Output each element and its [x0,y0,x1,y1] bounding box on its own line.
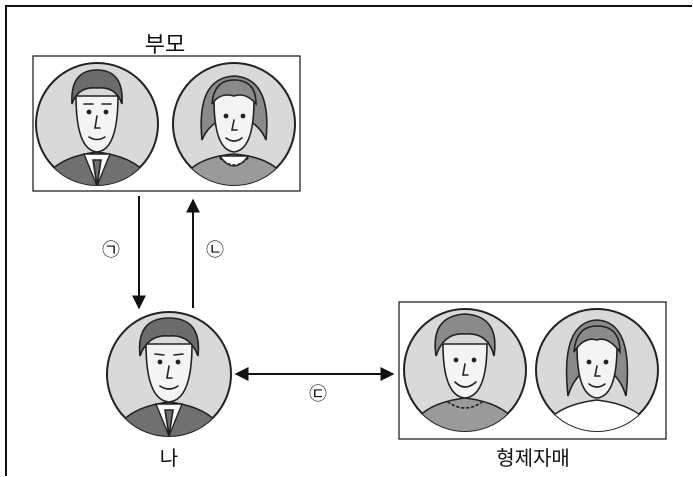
outer-frame [5,5,692,476]
siblings-label: 형제자매 [496,446,570,470]
parents-label: 부모 [145,33,185,58]
self-label: 나 [160,446,178,470]
arrow-label-digeut: ㉢ [309,384,327,405]
brother-portrait [403,308,527,432]
self-portrait [106,311,232,437]
arrow-label-nieun: ㉡ [206,240,224,261]
arrow-label-giyeok: ㉠ [102,240,120,261]
mother-portrait [172,62,296,186]
